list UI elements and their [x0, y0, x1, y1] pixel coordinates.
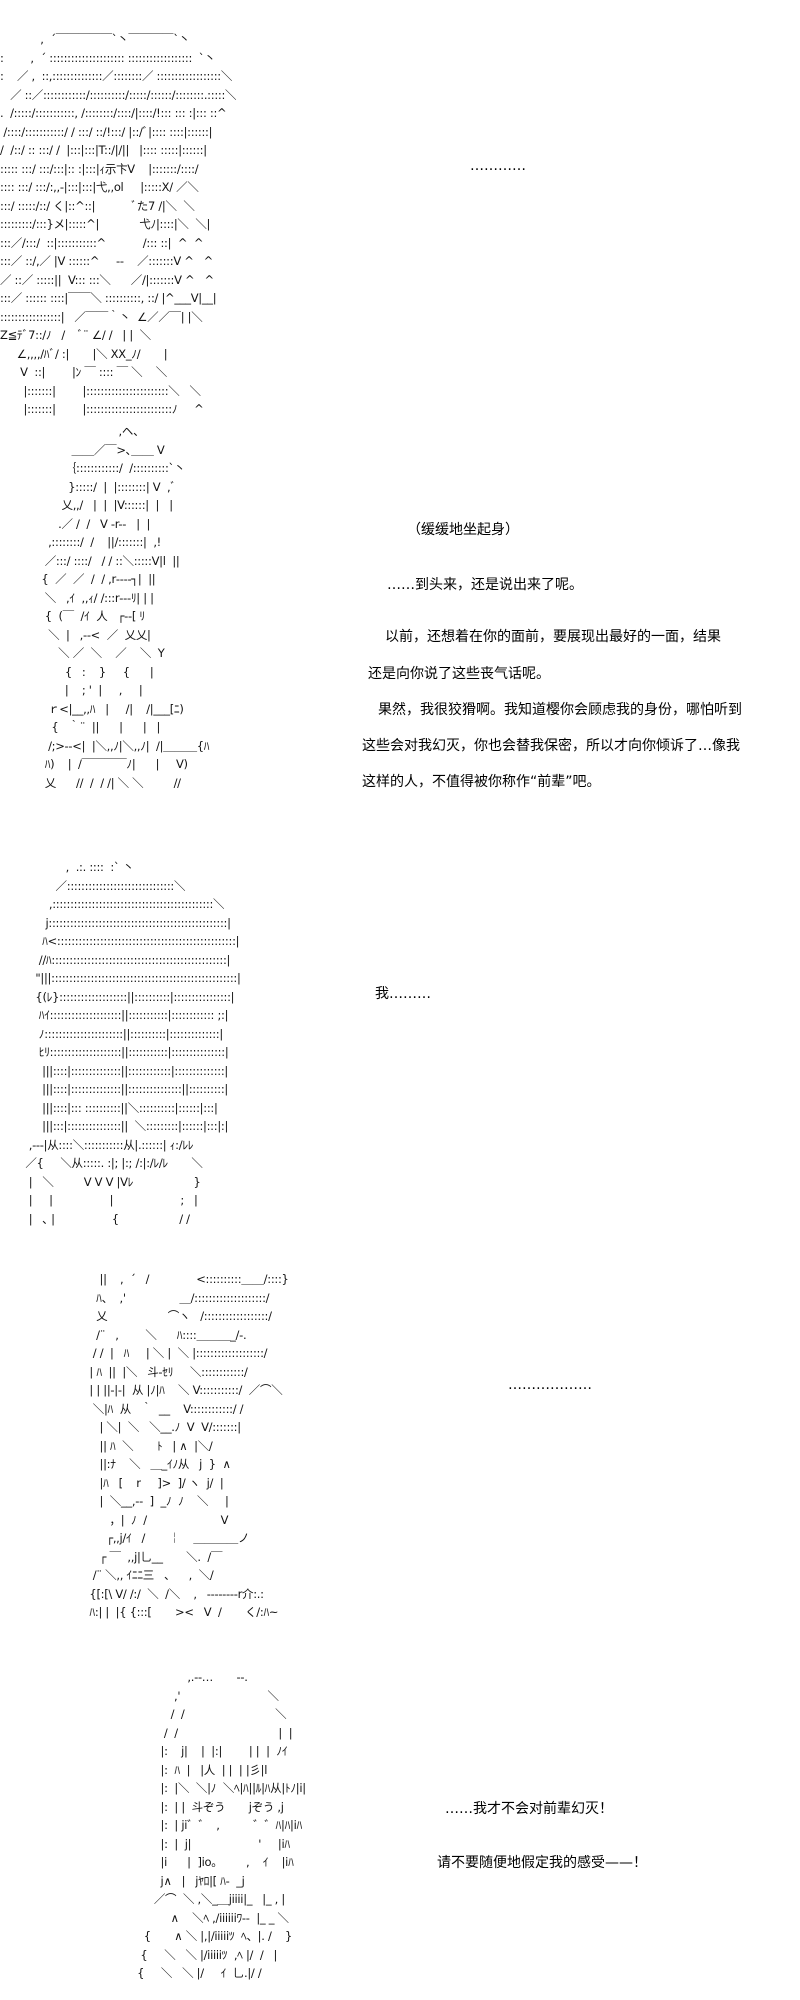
dialogue-line: ……我才不会对前辈幻灭！ — [445, 1801, 613, 1817]
dialogue-line: 我……… — [375, 986, 431, 1002]
ascii-art-panel-2: ,ヘ、 ＿＿／￣>､＿＿ V ｛::::::::::::/ /:::::::::… — [41, 424, 210, 790]
dialogue-line: 果然，我很狡猾啊。我知道樱你会顾虑我的身份，哪怕听到 — [378, 702, 742, 718]
dialogue-line: 这些会对我幻灭，你也会替我保密，所以才向你倾诉了…像我 — [362, 738, 740, 754]
dialogue-line: ……到头来，还是说出来了呢。 — [387, 577, 583, 593]
dialogue-line: 还是向你说了这些丧气话呢。 — [368, 666, 550, 682]
stage-direction: （缓缓地坐起身） — [407, 522, 519, 538]
ascii-art-panel-3: , .:. :::: :` 丶 ／:::::::::::::::::::::::… — [25, 860, 241, 1226]
ascii-art-panel-5: ,.-‐… ‐-. ,' ＼ / / ＼ / / | | |: j| | |:|… — [137, 1670, 306, 1980]
ascii-art-panel-1: , ´￣￣￣￣￣`丶￣￣￣￣`丶 : , ´ :::::::::::::::::… — [0, 32, 237, 416]
dialogue-ellipsis-2: ……………… — [508, 1377, 592, 1393]
dialogue-line: 请不要随便地假定我的感受——！ — [437, 1855, 647, 1871]
ascii-art-panel-4: || , ´ / <::::::::::＿＿/::::} ﾊ、 ,' ＿/:::… — [89, 1272, 289, 1619]
dialogue-line: 这样的人，不值得被你称作“前辈”吧。 — [362, 774, 601, 790]
dialogue-line: 以前，还想着在你的面前，要展现出最好的一面，结果 — [385, 629, 721, 645]
dialogue-ellipsis-1: ………… — [470, 158, 526, 174]
